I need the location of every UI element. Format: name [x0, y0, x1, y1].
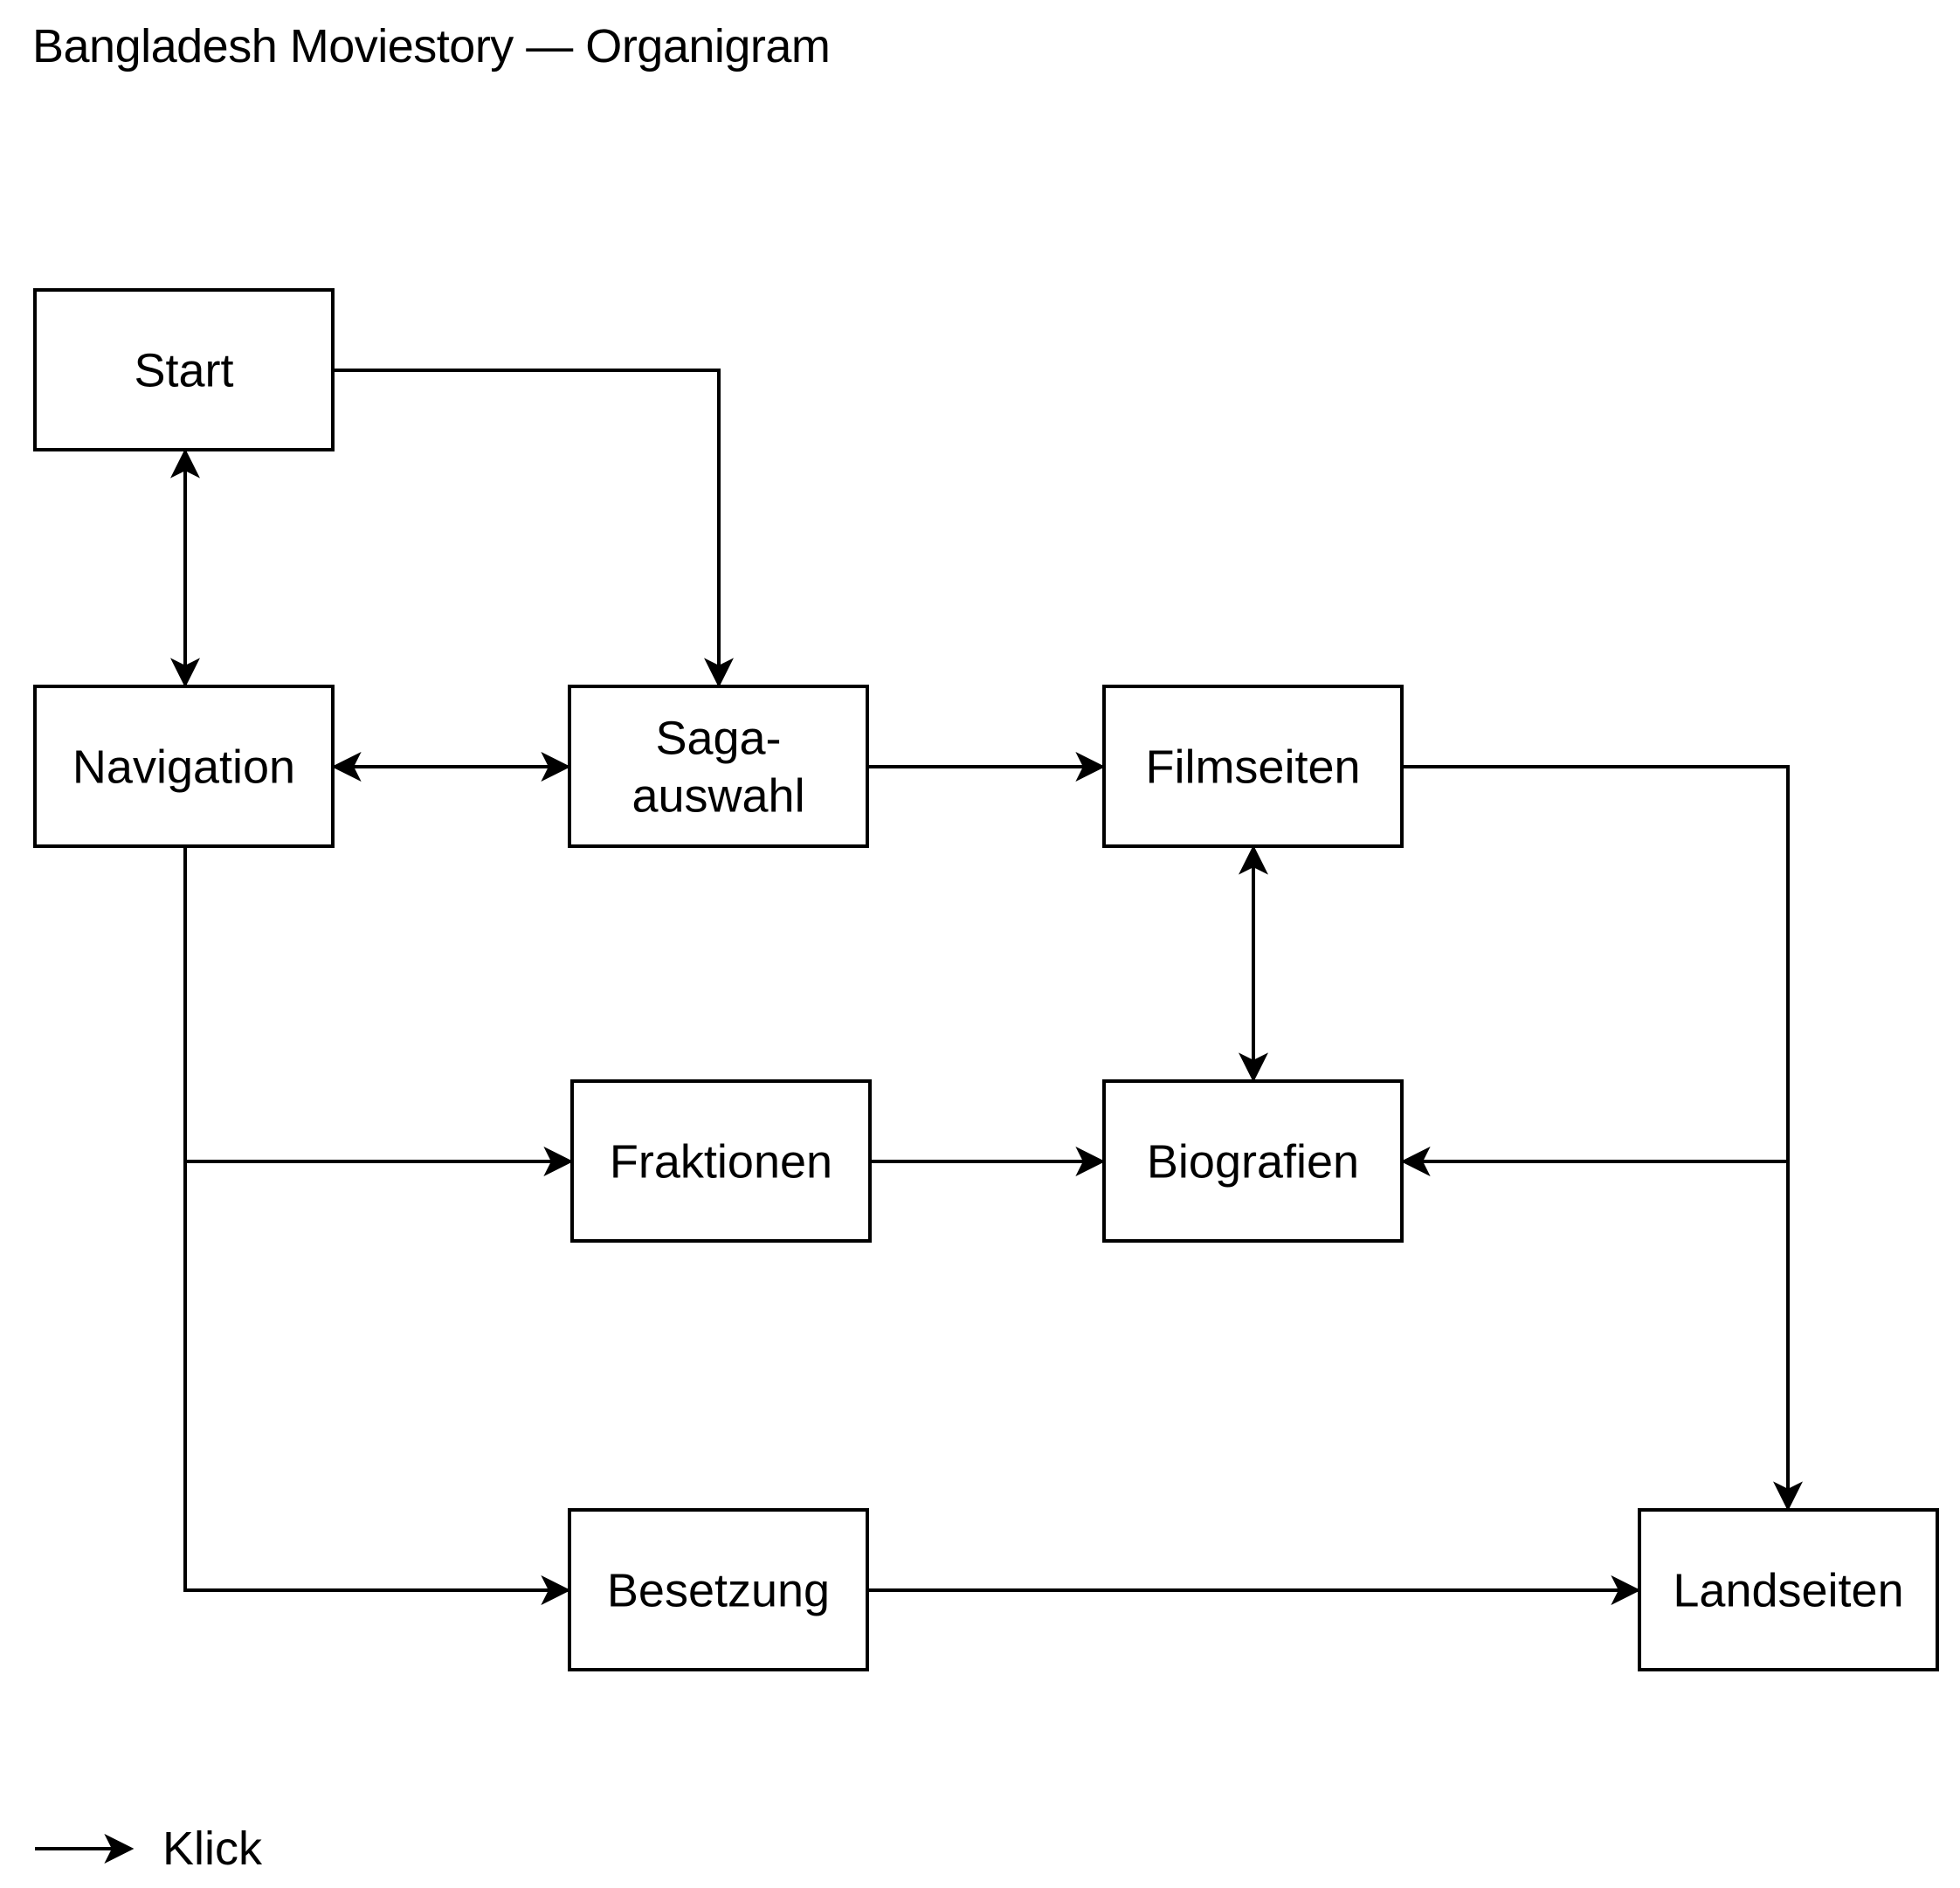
edge-navigation-to-besetzung — [183, 1161, 571, 1605]
node-label-besetzung: Besetzung — [607, 1565, 830, 1617]
node-sagaauswahl: Saga-auswahl — [568, 685, 869, 848]
node-box-sagaauswahl — [568, 685, 869, 848]
legend: Klick — [35, 1823, 263, 1875]
node-label-sagaauswahl: auswahl — [631, 770, 804, 823]
node-landseiten: Landseiten — [1638, 1508, 1939, 1671]
node-label-biografien: Biografien — [1147, 1136, 1359, 1189]
node-label-navigation: Navigation — [72, 741, 295, 794]
node-label-sagaauswahl: Saga- — [655, 713, 781, 765]
node-besetzung: Besetzung — [568, 1508, 869, 1671]
node-fraktionen: Fraktionen — [570, 1079, 872, 1243]
node-label-start: Start — [134, 345, 233, 397]
node-label-filmseiten: Filmseiten — [1145, 741, 1360, 794]
node-box-navigation — [33, 685, 335, 848]
edge-navigation-to-fraktionen — [183, 848, 574, 1176]
node-box-fraktionen — [570, 1079, 872, 1243]
legend-label: Klick — [162, 1823, 263, 1875]
node-box-biografien — [1102, 1079, 1404, 1243]
node-box-filmseiten — [1102, 685, 1404, 848]
node-box-start — [33, 288, 335, 451]
node-box-landseiten — [1638, 1508, 1939, 1671]
node-navigation: Navigation — [33, 685, 335, 848]
connectors — [170, 369, 1803, 1605]
node-label-fraktionen: Fraktionen — [610, 1136, 832, 1189]
node-filmseiten: Filmseiten — [1102, 685, 1404, 848]
diagram-title: Bangladesh Moviestory — Organigram — [32, 20, 831, 72]
node-box-besetzung — [568, 1508, 869, 1671]
node-biografien: Biografien — [1102, 1079, 1404, 1243]
node-label-landseiten: Landseiten — [1673, 1565, 1903, 1617]
edge-filmseiten-to-landseiten — [1404, 765, 1803, 1512]
node-start: Start — [33, 288, 335, 451]
edge-start-to-sagaauswahl — [335, 369, 734, 688]
